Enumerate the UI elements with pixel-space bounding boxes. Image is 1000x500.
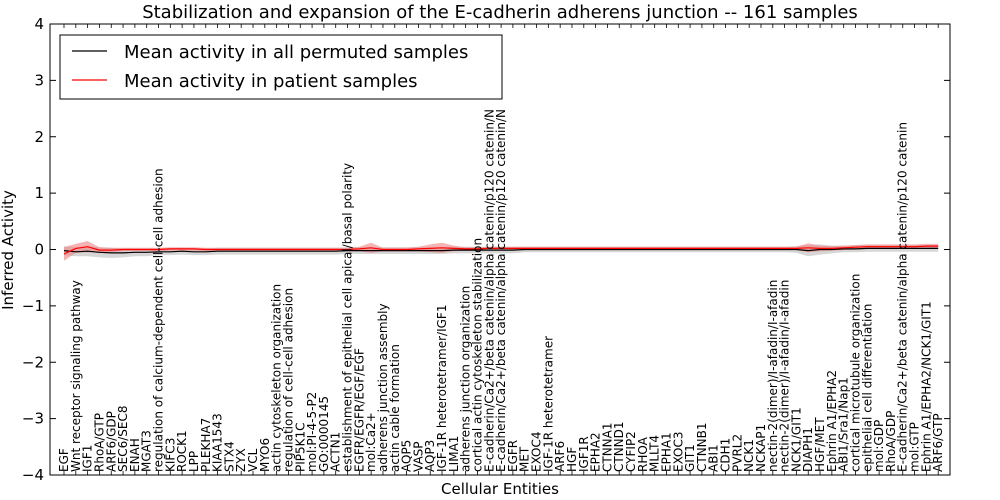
x-tick-label: EXOC4 (530, 432, 544, 473)
x-tick-label: VCL (246, 448, 260, 472)
x-tick-label: AQP5 (400, 440, 414, 472)
x-tick-label: mol:PI-4-5-P2 (305, 392, 319, 472)
x-tick-label: RhoA/GDP (884, 411, 898, 472)
x-tick-label: CYFIP2 (624, 431, 638, 472)
y-axis-label: Inferred Activity (0, 190, 17, 310)
x-tick-label: IGF1 (81, 445, 95, 472)
x-tick-label: EXOC3 (671, 432, 685, 473)
y-tick-label: −2 (22, 353, 44, 371)
x-axis-label: Cellular Entities (441, 480, 559, 498)
x-tick-label: Ephrin A1/EPHA2/NCK1/GIT1 (919, 301, 933, 472)
x-tick-label: GIT1 (683, 444, 697, 472)
x-tick-label: regulation of cell-cell adhesion (282, 288, 296, 472)
y-tick-label: 1 (34, 184, 44, 202)
x-tick-label: mol:Ca2+ (364, 412, 378, 472)
x-tick-label: GO:0000145 (317, 396, 331, 472)
x-tick-label: SEC6/SEC8 (116, 406, 130, 472)
x-tick-label: KIFC3 (163, 438, 177, 472)
x-tick-label: E-cadherin/Ca2+/beta catenin/alpha caten… (482, 109, 496, 472)
x-tick-label: MET (518, 446, 532, 472)
x-tick-label: cortical actin cytoskeleton stabilizatio… (471, 238, 485, 472)
y-tick-label: 0 (34, 241, 44, 259)
x-tick-label: HGF/MET (813, 417, 827, 472)
x-tick-label: EPHA1 (660, 432, 674, 472)
x-tick-label: EGF (57, 448, 71, 472)
x-tick-label: epithelial cell differentiation (860, 304, 874, 472)
x-tick-label: cortical microtubule organization (849, 274, 863, 472)
x-tick-label: ARF6/GDP (104, 411, 118, 472)
x-tick-label: IGF1R (577, 436, 591, 472)
x-tick-label: STX4 (222, 441, 236, 472)
x-tick-label: VASP (411, 441, 425, 472)
x-tick-label: ABI1/Sra1/Nap1 (837, 377, 851, 472)
x-tick-label: mol:GTP (908, 422, 922, 472)
x-tick-label: PIP5K1C (293, 422, 307, 472)
plot-frame (49, 23, 951, 476)
x-tick-label: PLEKHA7 (199, 418, 213, 472)
chart-title: Stabilization and expansion of the E-cad… (142, 2, 858, 23)
x-tick-marks (63, 24, 939, 475)
x-tick-label: actin cytoskeleton organization (270, 284, 284, 472)
y-tick-label: 4 (34, 15, 44, 33)
x-tick-label: AQP3 (423, 440, 437, 472)
x-tick-label: Ephrin A1/EPHA2 (825, 370, 839, 472)
x-tick-label: HGF (565, 447, 579, 472)
x-tick-label: adherens junction organization (459, 286, 473, 472)
legend-box (59, 34, 503, 100)
x-tick-label: EGFR (506, 440, 520, 472)
x-tick-label: mol:GDP (872, 420, 886, 472)
x-tick-label: adherens junction assembly (376, 303, 390, 472)
legend-label-permuted: Mean activity in all permuted samples (124, 42, 468, 63)
x-tick-label: establishment of epithelial cell apical/… (341, 163, 355, 472)
x-tick-label: CTNNB1 (695, 422, 709, 472)
x-tick-label: CDH1 (719, 438, 733, 472)
x-tick-label: MGAT3 (140, 430, 154, 472)
series-line-patient (63, 245, 939, 255)
x-tick-label: E-cadherin/Ca2+/beta catenin/alpha caten… (494, 109, 508, 472)
x-tick-label: PVRL2 (730, 434, 744, 472)
x-tick-label: nectin-2(dimer)/I-afadin/I-afadin (766, 280, 780, 472)
x-tick-label: regulation of calcium-dependent cell-cel… (152, 168, 166, 472)
x-tick-label: IGF-1R heterotetramer/IGF1 (435, 305, 449, 472)
legend-label-patient: Mean activity in patient samples (124, 71, 418, 92)
x-tick-label: ABI1 (707, 444, 721, 472)
x-tick-label: ARF6/GTP (931, 413, 945, 472)
x-tick-label: NCKAP1 (754, 424, 768, 472)
x-tick-label: ROCK1 (175, 430, 189, 472)
x-tick-label: ZYX (234, 448, 248, 472)
y-tick-label: 2 (34, 128, 44, 146)
x-tick-label: Wnt receptor signaling pathway (69, 280, 83, 472)
x-tick-label: EPHA2 (589, 432, 603, 472)
x-tick-label: ARF6 (553, 441, 567, 472)
y-tick-label: 3 (34, 71, 44, 89)
x-tick-label: ENAH (128, 438, 142, 472)
x-tick-label: MLLT4 (648, 435, 662, 472)
y-tick-label: −1 (22, 297, 44, 315)
legend: Mean activity in all permuted samples Me… (59, 34, 503, 100)
x-tick-label: RHOA (636, 436, 650, 472)
x-tick-label: KIAA1543 (211, 413, 225, 472)
x-tick-label: actin cable formation (388, 344, 402, 472)
x-tick-label: NCK1 (742, 439, 756, 472)
series-lines (63, 245, 939, 255)
series-line-permuted (63, 247, 939, 254)
x-tick-label: LPP (187, 451, 201, 472)
x-tick-label: nectin-2(dimer)/I-afadin/I-afadin (778, 280, 792, 472)
x-tick-label: IGF-1R heterotetramer (541, 336, 555, 472)
y-tick-label: −3 (22, 410, 44, 428)
x-tick-label: EGFR/EGFR/EGF/EGF (352, 348, 366, 472)
x-tick-label: E-cadherin/Ca2+/beta catenin/alpha caten… (896, 122, 910, 472)
x-tick-label: RhoA/GTP (92, 413, 106, 472)
x-tick-label: NCK1/GIT1 (789, 407, 803, 472)
x-tick-label: ACTN1 (329, 432, 343, 472)
x-tick-label: LIMA1 (447, 436, 461, 472)
x-tick-label: DIAPH1 (801, 427, 815, 472)
x-tick-label: CTNND1 (612, 421, 626, 472)
x-tick-label: MYO6 (258, 438, 272, 472)
x-tick-label: CTNNA1 (600, 422, 614, 472)
y-tick-label: −4 (22, 466, 44, 484)
